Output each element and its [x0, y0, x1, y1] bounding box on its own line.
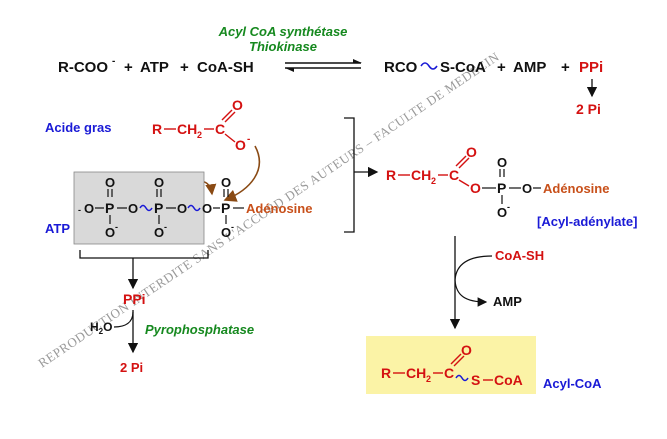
svg-text:-: -: [247, 134, 250, 145]
fatty-acid-structure: R CH 2 C O O -: [152, 97, 250, 153]
svg-text:CH: CH: [411, 167, 431, 183]
svg-text:2: 2: [197, 130, 202, 140]
acyl-adenylate-adenosine: Adénosine: [543, 181, 609, 196]
svg-text:2: 2: [426, 374, 431, 384]
svg-text:O: O: [177, 201, 187, 216]
label-coa-sh: CoA-SH: [495, 248, 544, 263]
enzyme-name-synthetase: Acyl CoA synthétase: [218, 24, 348, 39]
eq-amp: AMP: [513, 59, 546, 76]
svg-text:O: O: [235, 137, 246, 153]
svg-text:R: R: [386, 167, 396, 183]
atp-phosphate-chain: - O P O O - O P O O - O O P O O -: [78, 175, 244, 240]
eq-plus-4: +: [561, 59, 570, 76]
nucleophilic-attack-arrow: [223, 145, 261, 202]
label-amp: AMP: [493, 294, 522, 309]
svg-text:-: -: [231, 222, 234, 232]
eq-s-coa: S-CoA: [440, 59, 486, 76]
svg-text:P: P: [105, 200, 114, 216]
eq-rcoo: R-COO: [58, 59, 108, 76]
acyl-adenylate-structure: R CH 2 C O O: [386, 144, 481, 196]
acyl-coa-box: [366, 336, 536, 394]
svg-text:CH: CH: [177, 121, 197, 137]
svg-text:O: O: [84, 201, 94, 216]
svg-text:O: O: [154, 225, 164, 240]
svg-text:2: 2: [431, 176, 436, 186]
atp-adenosine: Adénosine: [246, 201, 312, 216]
acyl-coa-s: S: [471, 372, 480, 388]
svg-text:O: O: [232, 97, 243, 113]
enzyme-name-thiokinase: Thiokinase: [249, 39, 317, 54]
svg-text:O: O: [202, 201, 212, 216]
label-acyl-coa: Acyl-CoA: [543, 376, 602, 391]
eq-plus-2: +: [180, 59, 189, 76]
svg-text:CH: CH: [406, 365, 426, 381]
reactants-bracket: [344, 117, 355, 233]
eq-two-pi: 2 Pi: [576, 101, 601, 117]
label-atp: ATP: [45, 221, 70, 236]
svg-text:O: O: [497, 155, 507, 170]
svg-text:-: -: [507, 202, 510, 212]
svg-text:O: O: [221, 225, 231, 240]
svg-text:C: C: [444, 365, 454, 381]
svg-text:O: O: [522, 181, 532, 196]
label-two-pi: 2 Pi: [120, 360, 143, 375]
svg-text:O: O: [128, 201, 138, 216]
eq-rcoo-charge: -: [112, 56, 115, 67]
svg-text:O: O: [470, 180, 481, 196]
svg-text:O: O: [466, 144, 477, 160]
acyl-coa-thioester-squiggle: [455, 374, 469, 382]
svg-text:O: O: [105, 175, 115, 190]
svg-text:O: O: [461, 342, 472, 358]
svg-text:O: O: [221, 175, 231, 190]
svg-text:-: -: [78, 205, 81, 215]
svg-text:P: P: [221, 200, 230, 216]
eq-coa-sh: CoA-SH: [197, 59, 254, 76]
label-ppi: PPi: [123, 291, 146, 307]
label-acide-gras: Acide gras: [45, 120, 111, 135]
eq-atp: ATP: [140, 59, 169, 76]
svg-text:O: O: [497, 205, 507, 220]
eq-ppi: PPi: [579, 59, 603, 76]
acyl-adenylate-phosphate: P O O - O: [482, 155, 541, 220]
svg-text:P: P: [497, 180, 506, 196]
acyl-coa-coa: CoA: [494, 372, 523, 388]
label-pyrophosphatase: Pyrophosphatase: [145, 322, 254, 337]
svg-text:R: R: [381, 365, 391, 381]
svg-text:-: -: [164, 222, 167, 232]
eq-plus-3: +: [497, 59, 506, 76]
svg-text:-: -: [115, 222, 118, 232]
coa-in-curve: [454, 255, 493, 281]
thioester-bond-squiggle: [420, 62, 438, 70]
label-acyl-adenylate: [Acyl-adénylate]: [537, 214, 637, 229]
amp-out-curve: [454, 279, 488, 307]
svg-text:O: O: [105, 225, 115, 240]
acyl-coa-structure: R CH 2 C O: [381, 342, 472, 384]
svg-text:O: O: [154, 175, 164, 190]
pyrophosphate-bracket: [79, 250, 209, 259]
eq-plus-1: +: [124, 59, 133, 76]
svg-text:P: P: [154, 200, 163, 216]
svg-text:R: R: [152, 121, 162, 137]
equilibrium-arrow: [285, 59, 362, 72]
svg-text:C: C: [449, 167, 459, 183]
eq-rco: RCO: [384, 59, 418, 76]
label-h2o: H2O: [90, 320, 112, 336]
svg-text:C: C: [215, 121, 225, 137]
